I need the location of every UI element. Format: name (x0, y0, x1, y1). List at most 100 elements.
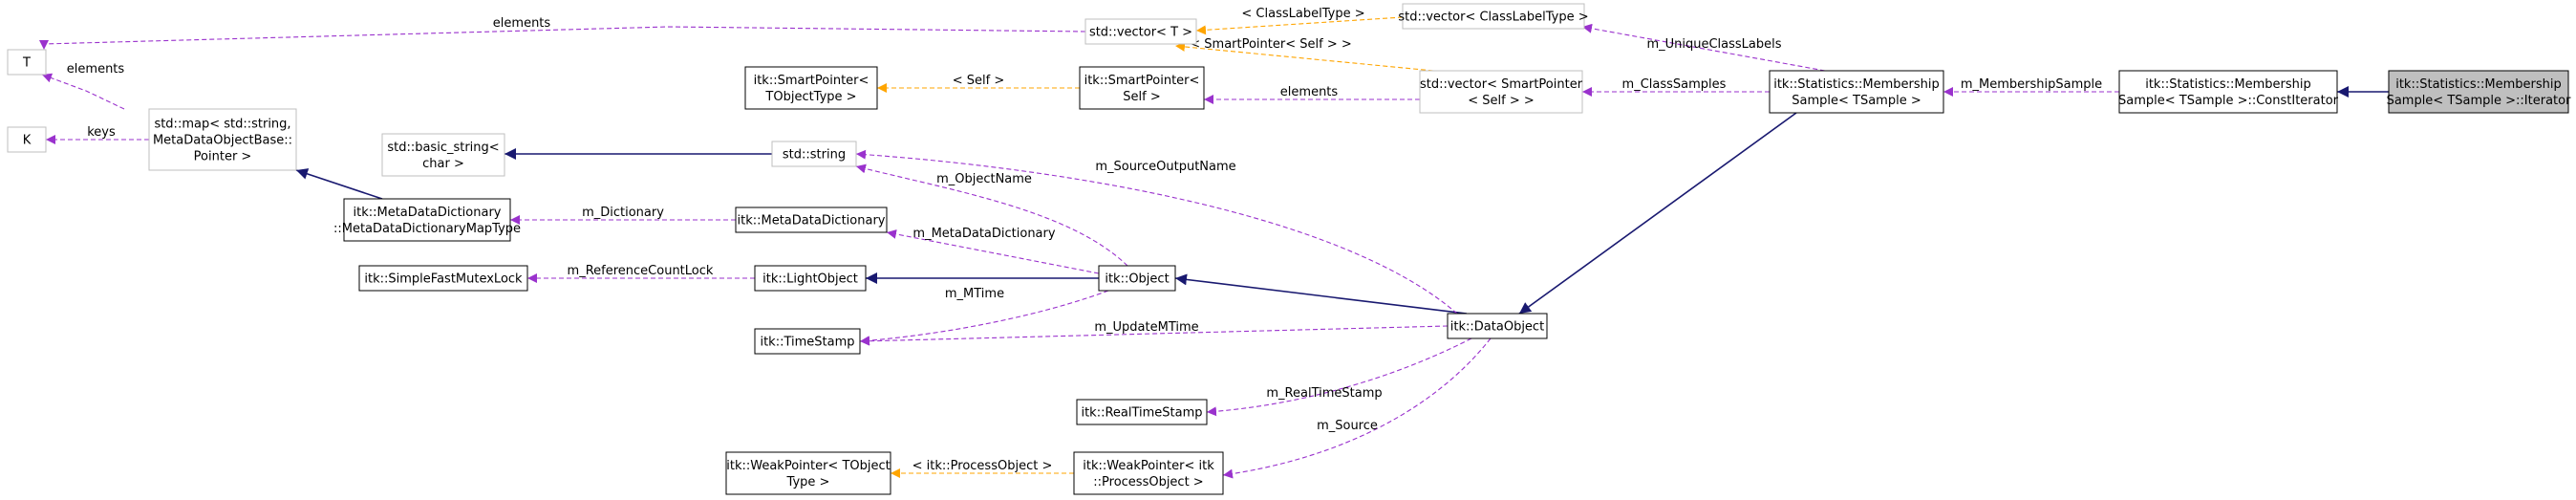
edge-label: m_MetaDataDictionary (912, 227, 1055, 241)
edge-label: m_MembershipSample (1961, 77, 2102, 92)
class-node-box (744, 66, 878, 110)
edge-msTS-dataObj (1518, 112, 1797, 315)
class-node-T[interactable]: T (7, 49, 47, 76)
edge-dataObj-ts (859, 325, 1449, 346)
class-node-label: std::vector< ClassLabelType > (1398, 11, 1588, 25)
class-node-label: itk::Statistics::Membership (2145, 77, 2311, 92)
edge-label: < Self > (953, 74, 1005, 88)
class-node-box (1098, 265, 1176, 292)
class-node-label: itk::Statistics::Membership (1773, 77, 1940, 92)
edge-label: m_ClassSamples (1622, 77, 1727, 92)
class-node-K[interactable]: K (7, 126, 47, 153)
class-node-mddType[interactable]: itk::MetaDataDictionary::MetaDataDiction… (333, 198, 521, 242)
edge-label: elements (493, 16, 551, 31)
edge-dataObj-rts (1206, 337, 1472, 417)
class-node-wpPO[interactable]: itk::WeakPointer< itk::ProcessObject > (1073, 451, 1224, 495)
class-node-label: MetaDataObjectBase:: (153, 134, 292, 148)
class-node-obj[interactable]: itk::Object (1098, 265, 1176, 292)
edge-label: m_ObjectName (936, 172, 1032, 186)
class-node-label: itk::MetaDataDictionary (354, 206, 502, 220)
class-node-box (7, 49, 47, 76)
class-node-box (725, 451, 891, 495)
class-node-label: Pointer > (194, 150, 252, 164)
class-node-box (1076, 399, 1208, 425)
edge-dataObj-obj (1174, 273, 1468, 315)
edge-msTS-vecCLT (1581, 23, 1826, 72)
class-node-spTObj[interactable]: itk::SmartPointer<TObjectType > (744, 66, 878, 110)
class-node-vecSP[interactable]: std::vector< SmartPointer< Self > > (1419, 70, 1583, 114)
class-node-label: TObjectType > (764, 90, 856, 104)
edge-label: keys (87, 125, 116, 140)
class-node-box (754, 328, 861, 355)
class-node-spSelf[interactable]: itk::SmartPointer<Self > (1079, 66, 1205, 110)
class-node-label: itk::Statistics::Membership (2395, 77, 2562, 92)
edge-dataObj-str (855, 149, 1458, 315)
class-node-iter: itk::Statistics::MembershipSample< TSamp… (2387, 70, 2572, 114)
edge-vecSP-vecT (1174, 41, 1434, 72)
edge-obj-mdd (886, 228, 1100, 274)
class-node-vecCLT[interactable]: std::vector< ClassLabelType > (1398, 3, 1589, 30)
edge-label: m_Source (1317, 419, 1378, 433)
class-node-box (1769, 70, 1944, 114)
class-node-box (754, 265, 867, 292)
class-node-box (771, 141, 857, 167)
class-node-label: Sample< TSample >::ConstIterator (2118, 94, 2339, 108)
class-node-label: std::map< std::string, (154, 118, 290, 132)
edge-label: < ClassLabelType > (1241, 7, 1364, 21)
class-node-box (1447, 313, 1548, 339)
class-node-label: itk::WeakPointer< TObject (726, 459, 891, 473)
class-node-box (1073, 451, 1224, 495)
edge-obj-str (855, 163, 1128, 267)
edge-label: < SmartPointer< Self > > (1190, 37, 1351, 52)
edge-label: m_MTime (945, 287, 1004, 301)
class-node-label: Type > (786, 475, 830, 489)
class-node-constIt[interactable]: itk::Statistics::MembershipSample< TSamp… (2118, 70, 2339, 114)
edge-dataObj-wpPO (1222, 337, 1492, 479)
class-node-label: itk::WeakPointer< itk (1083, 459, 1214, 473)
class-node-str[interactable]: std::string (771, 141, 857, 167)
edge-label: m_Dictionary (582, 206, 664, 220)
class-node-lightObj[interactable]: itk::LightObject (754, 265, 867, 292)
class-node-box (381, 133, 505, 177)
class-node-label: std::vector< T > (1089, 26, 1192, 40)
class-node-box (2388, 70, 2569, 114)
edge-mddType-map (295, 168, 383, 200)
edge-label: elements (67, 62, 125, 76)
class-node-box (1084, 18, 1197, 45)
class-node-box (1402, 3, 1585, 30)
class-node-box (7, 126, 47, 153)
class-node-box (358, 265, 528, 292)
class-node-wpTObj[interactable]: itk::WeakPointer< TObjectType > (725, 451, 891, 495)
class-node-vecT[interactable]: std::vector< T > (1084, 18, 1197, 45)
class-node-label: itk::Object (1105, 272, 1169, 287)
class-node-sfml[interactable]: itk::SimpleFastMutexLock (358, 265, 528, 292)
class-node-label: std::string (783, 148, 846, 163)
class-node-dataObj[interactable]: itk::DataObject (1447, 313, 1548, 339)
class-node-label: itk::SmartPointer< (754, 74, 869, 88)
edge-vecT-T (39, 26, 1086, 50)
class-node-msTS[interactable]: itk::Statistics::MembershipSample< TSamp… (1769, 70, 1944, 114)
class-node-map[interactable]: std::map< std::string,MetaDataObjectBase… (148, 108, 297, 171)
class-node-label: char > (422, 157, 464, 171)
class-node-label: ::ProcessObject > (1093, 475, 1203, 489)
class-node-label: itk::LightObject (762, 272, 858, 287)
class-node-label: K (23, 134, 32, 148)
edge-label: m_RealTimeStamp (1266, 386, 1382, 401)
edge-label: m_UpdateMTime (1094, 320, 1198, 335)
class-node-box (2118, 70, 2338, 114)
class-node-label: Sample< TSample >::Iterator (2387, 94, 2572, 108)
class-node-label: itk::DataObject (1450, 320, 1544, 335)
class-node-rts[interactable]: itk::RealTimeStamp (1076, 399, 1208, 425)
class-node-mdd[interactable]: itk::MetaDataDictionary (735, 207, 888, 233)
class-node-label: Self > (1123, 90, 1160, 104)
edge-map-T (41, 73, 125, 110)
class-node-label: < Self > > (1468, 94, 1535, 108)
class-node-label: Sample< TSample > (1792, 94, 1921, 108)
edge-label: < itk::ProcessObject > (912, 459, 1053, 473)
class-node-ts[interactable]: itk::TimeStamp (754, 328, 861, 355)
edge-label: m_ReferenceCountLock (568, 264, 714, 278)
class-node-label: itk::RealTimeStamp (1081, 406, 1202, 421)
edge-vecCLT-vecT (1195, 16, 1404, 35)
class-node-basicStr[interactable]: std::basic_string<char > (381, 133, 505, 177)
